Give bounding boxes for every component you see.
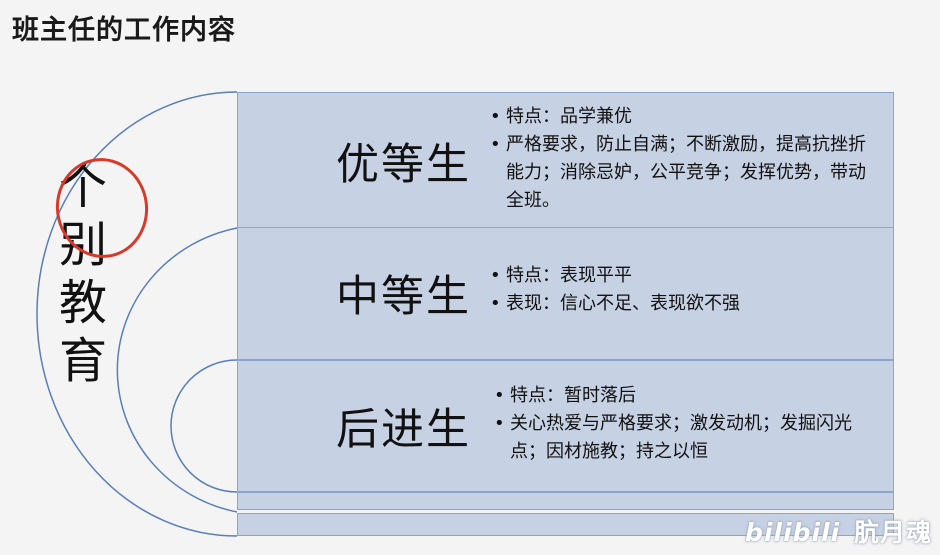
bilibili-watermark: bilibili 肮月魂 [745, 513, 932, 549]
section-band-strip-1 [237, 492, 894, 510]
page-title: 班主任的工作内容 [12, 15, 236, 46]
section-bullets-lagging: 特点：暂时落后 关心热爱与严格要求；激发动机；发掘闪光点；因材施教；持之以恒 [494, 382, 886, 466]
watermark-user: 肮月魂 [853, 518, 932, 547]
section-heading-average: 中等生 [336, 272, 471, 322]
bullet-item: 特点：暂时落后 [494, 382, 886, 410]
vertical-label: 个 别 教 育 [48, 158, 118, 390]
section-heading-lagging: 后进生 [336, 405, 471, 455]
bullet-item: 关心热爱与严格要求；激发动机；发掘闪光点；因材施教；持之以恒 [494, 410, 886, 466]
section-bullets-excellent: 特点：品学兼优 严格要求，防止自满；不断激励，提高抗挫折能力；消除忌妒，公平竞争… [490, 103, 875, 215]
vertical-label-char: 育 [58, 333, 107, 389]
vertical-label-char: 个 [58, 159, 107, 215]
bullet-item: 特点：表现平平 [490, 262, 875, 290]
outer-arc [36, 91, 238, 537]
section-bullets-average: 特点：表现平平 表现：信心不足、表现欲不强 [490, 262, 875, 318]
middle-arc [116, 227, 238, 513]
bilibili-logo: bilibili [745, 518, 841, 547]
bullet-item: 特点：品学兼优 [490, 103, 875, 131]
section-band-strip-2 [237, 513, 894, 536]
section-heading-excellent: 优等生 [336, 140, 471, 190]
bullet-item: 严格要求，防止自满；不断激励，提高抗挫折能力；消除忌妒，公平竞争；发挥优势，带动… [490, 131, 875, 215]
inner-arc [170, 359, 238, 493]
bullet-item: 表现：信心不足、表现欲不强 [490, 290, 875, 318]
vertical-label-char: 别 [58, 217, 107, 273]
vertical-label-char: 教 [58, 275, 107, 331]
